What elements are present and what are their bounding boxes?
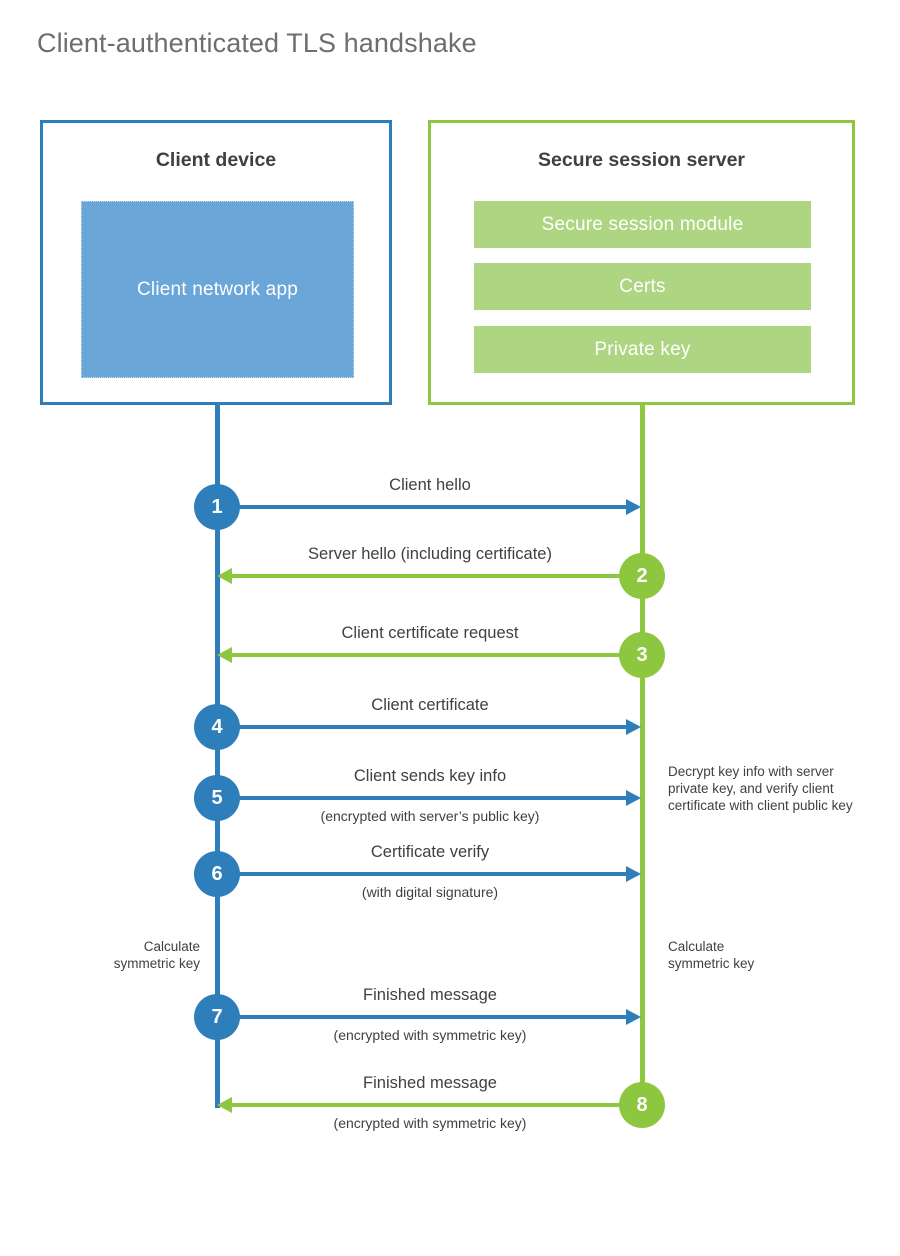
arrowhead-left-icon xyxy=(217,568,232,584)
message-label-1: Client hello xyxy=(389,476,471,494)
secure-session-server-title: Secure session server xyxy=(537,149,746,171)
message-label-2: Server hello (including certificate) xyxy=(308,545,552,563)
message-sublabel-7: (encrypted with symmetric key) xyxy=(333,1027,527,1043)
server-component-private-key: Private key xyxy=(474,326,811,373)
step-circle-4: 4 xyxy=(194,704,240,750)
arrowhead-right-icon xyxy=(626,790,641,806)
message-sublabel-5: (encrypted with server’s public key) xyxy=(320,808,540,824)
arrowhead-left-icon xyxy=(217,1097,232,1113)
client-device-title: Client device xyxy=(155,149,277,171)
message-label-4: Client certificate xyxy=(371,696,489,714)
message-arrow-8 xyxy=(231,1103,643,1107)
step-circle-8: 8 xyxy=(619,1082,665,1128)
note-calculate-symmetric-key-client: Calculate symmetric key xyxy=(113,939,200,971)
server-lifeline xyxy=(640,403,645,1107)
step-circle-5: 5 xyxy=(194,775,240,821)
message-sublabel-8: (encrypted with symmetric key) xyxy=(333,1115,527,1131)
server-component-certs: Certs xyxy=(474,263,811,310)
note-decrypt-key-info: Decrypt key info with server private key… xyxy=(668,764,853,813)
client-lifeline xyxy=(215,403,220,1108)
message-label-6: Certificate verify xyxy=(370,843,490,861)
step-circle-6: 6 xyxy=(194,851,240,897)
step-circle-3: 3 xyxy=(619,632,665,678)
message-label-7: Finished message xyxy=(363,986,497,1004)
arrowhead-right-icon xyxy=(626,866,641,882)
message-arrow-7 xyxy=(217,1015,631,1019)
message-label-5: Client sends key info xyxy=(353,767,507,785)
client-device-box: Client device Client network app xyxy=(40,120,392,405)
arrowhead-right-icon xyxy=(626,719,641,735)
secure-session-server-box: Secure session server Secure session mod… xyxy=(428,120,855,405)
message-label-3: Client certificate request xyxy=(341,624,519,642)
message-arrow-2 xyxy=(231,574,643,578)
arrowhead-right-icon xyxy=(626,499,641,515)
message-arrow-4 xyxy=(217,725,631,729)
message-sublabel-6: (with digital signature) xyxy=(361,884,499,900)
arrowhead-right-icon xyxy=(626,1009,641,1025)
message-arrow-1 xyxy=(217,505,631,509)
message-arrow-5 xyxy=(217,796,631,800)
server-component-secure-session-module: Secure session module xyxy=(474,201,811,248)
message-arrow-6 xyxy=(217,872,631,876)
page-title: Client-authenticated TLS handshake xyxy=(37,28,477,58)
step-circle-7: 7 xyxy=(194,994,240,1040)
note-calculate-symmetric-key-server: Calculate symmetric key xyxy=(668,939,755,971)
arrowhead-left-icon xyxy=(217,647,232,663)
message-label-8: Finished message xyxy=(363,1074,497,1092)
step-circle-2: 2 xyxy=(619,553,665,599)
client-network-app-block: Client network app xyxy=(81,201,354,378)
message-arrow-3 xyxy=(231,653,643,657)
step-circle-1: 1 xyxy=(194,484,240,530)
